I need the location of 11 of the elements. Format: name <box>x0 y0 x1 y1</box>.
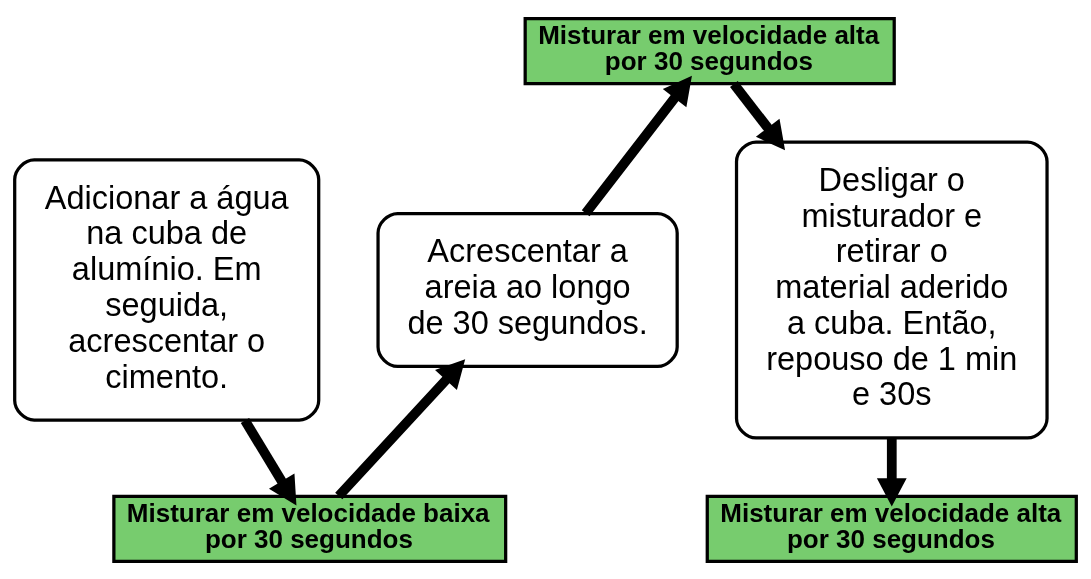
arrow <box>876 437 907 507</box>
node-box: Adicionar a água na cuba de alumínio. Em seguida, acrescentar o cimento. <box>13 157 321 422</box>
node-box: Misturar em velocidade baixa por 30 segundos <box>112 494 508 563</box>
node-box: Acrescentar a areia ao longo de 30 segundos. <box>376 211 679 368</box>
node-box: Misturar em velocidade alta por 30 segundos <box>523 16 896 85</box>
arrow <box>581 75 692 216</box>
arrow <box>335 358 466 499</box>
node-box: Misturar em velocidade alta por 30 segundos <box>705 494 1078 563</box>
node-box: Desligar o misturador e retirar o material aderido a cuba. Então, repouso de 1 min e 30s <box>734 139 1049 440</box>
arrow <box>240 417 297 505</box>
arrow <box>730 80 786 150</box>
